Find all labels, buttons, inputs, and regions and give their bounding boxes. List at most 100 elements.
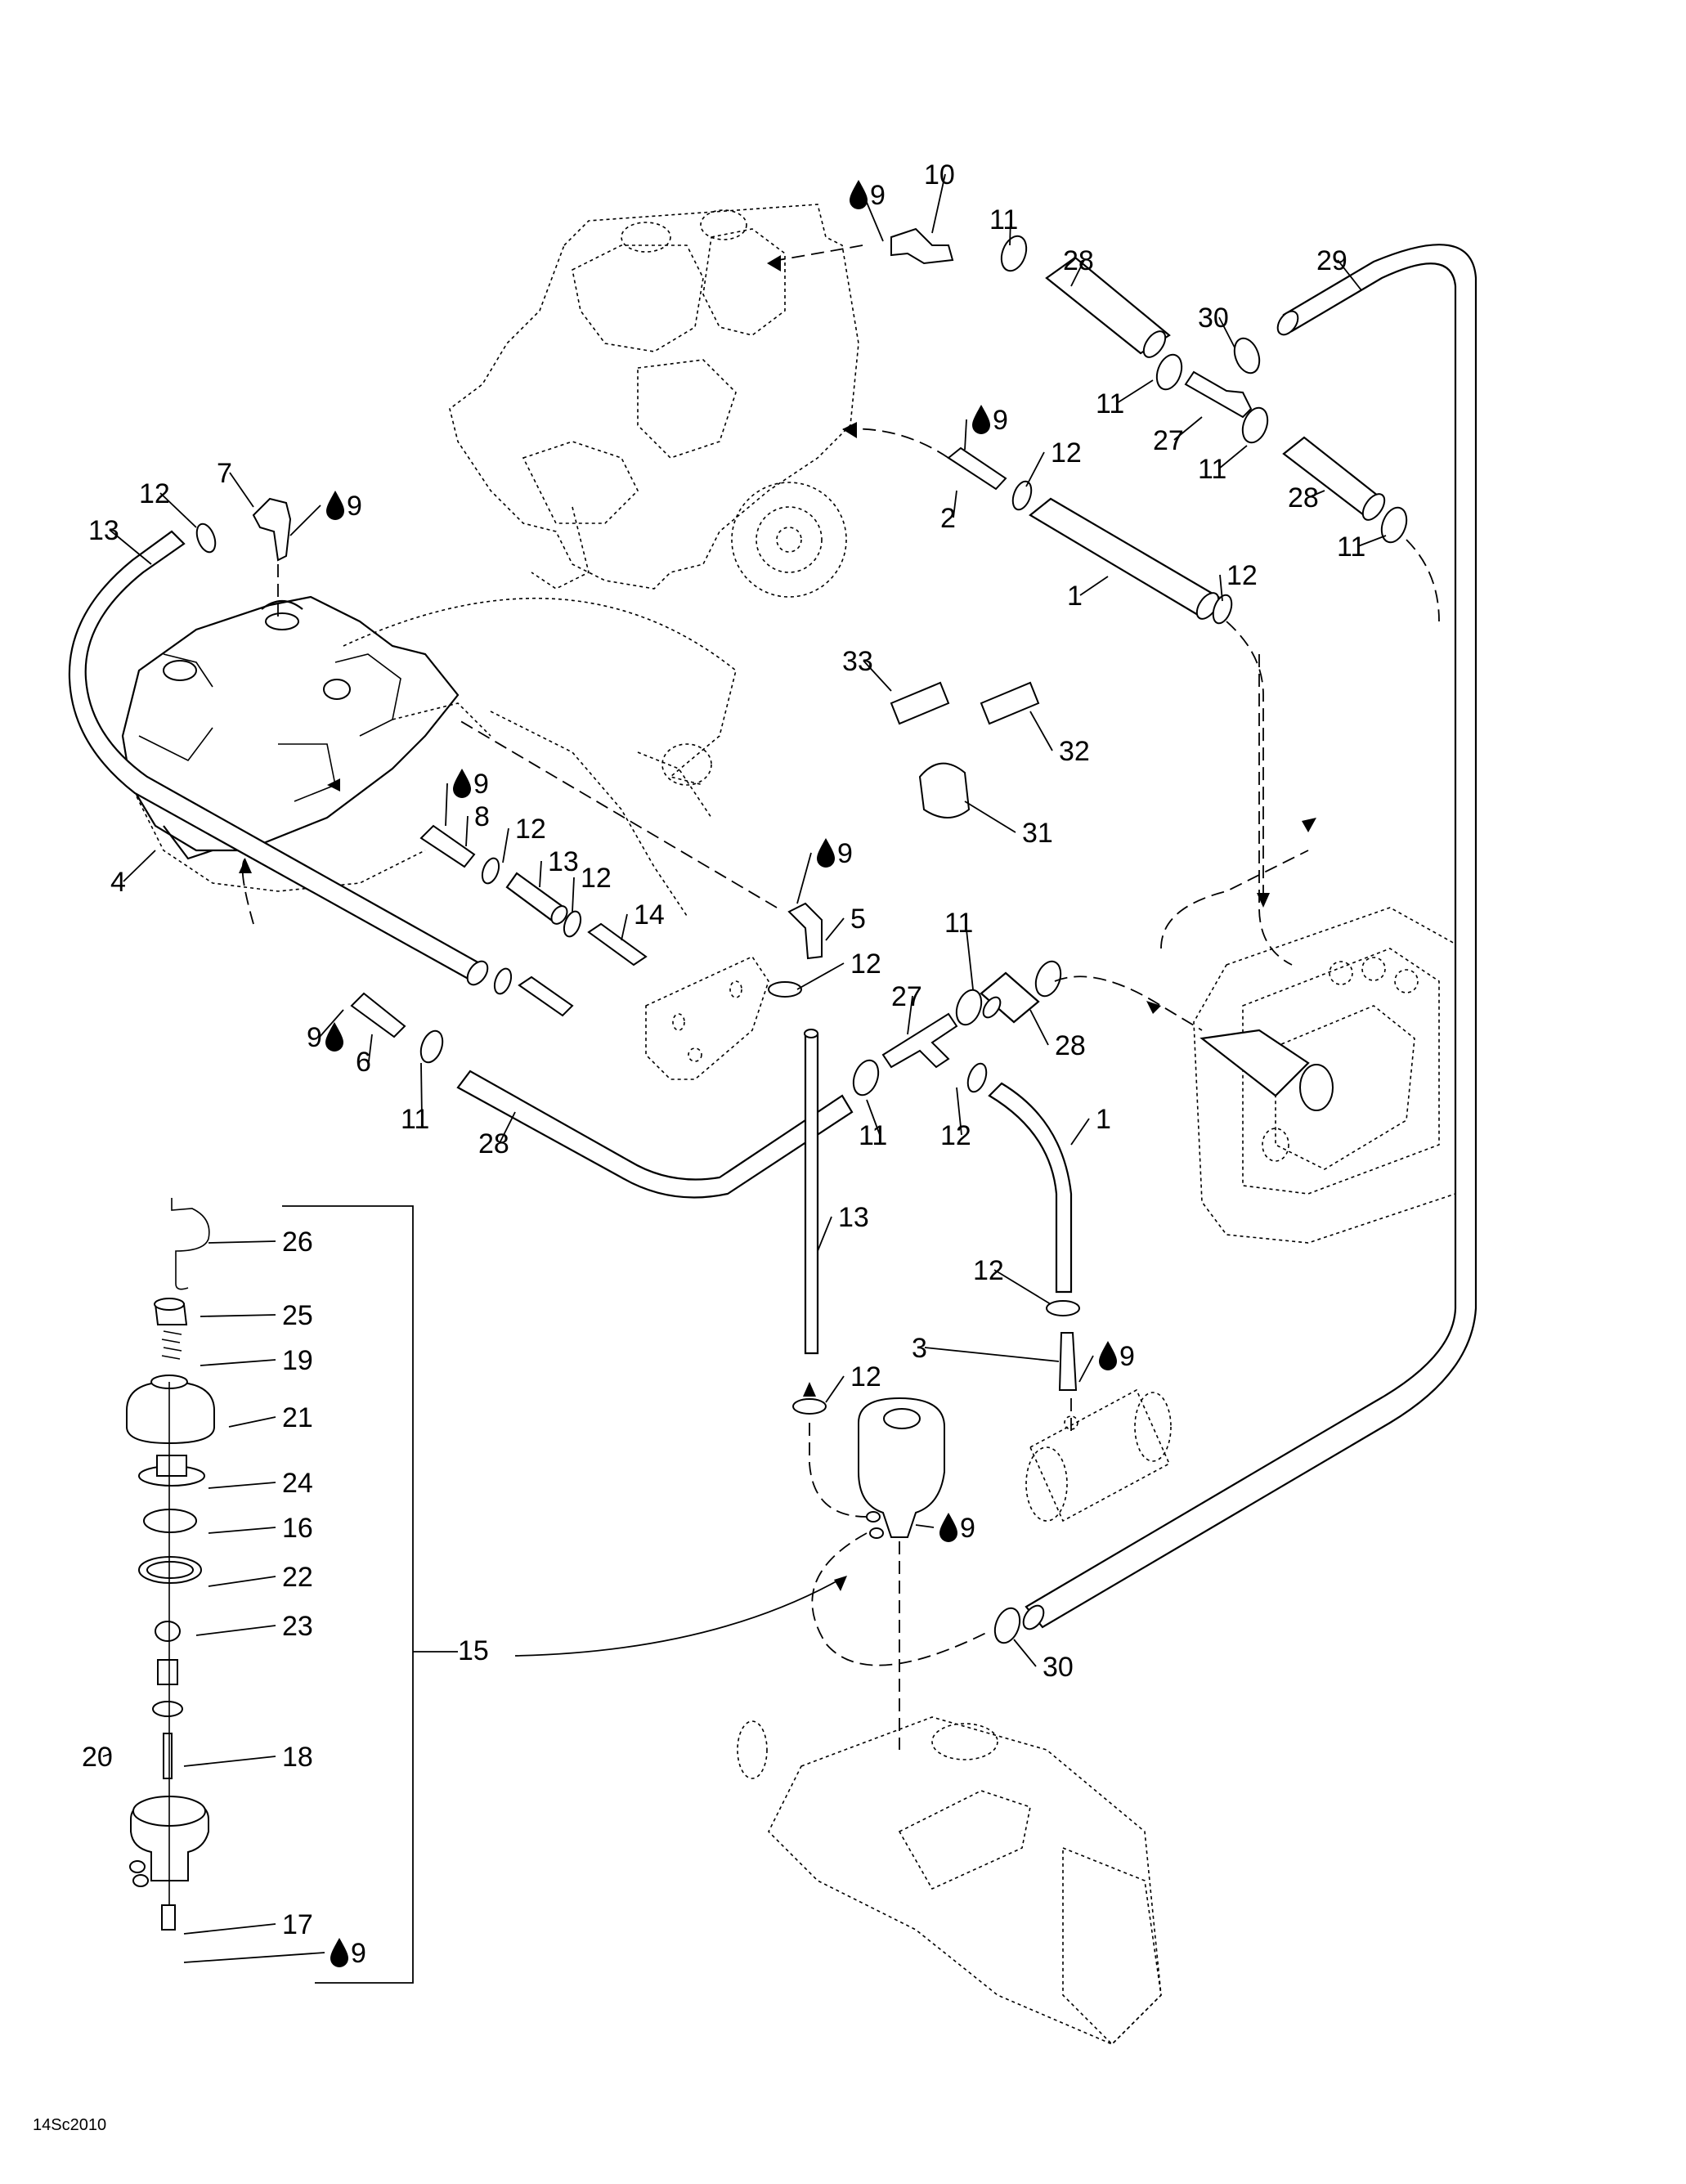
callout-number: 32 bbox=[1059, 736, 1090, 767]
leader-line-7 bbox=[229, 472, 254, 508]
callout-20: 20 bbox=[82, 1742, 113, 1773]
leader-line-9 bbox=[319, 1009, 344, 1038]
leader-line-9 bbox=[915, 1524, 935, 1528]
callout-number: 30 bbox=[1198, 303, 1229, 334]
callout-28: 28 bbox=[1288, 482, 1319, 513]
water-separator bbox=[858, 1397, 945, 1538]
callout-number: 9 bbox=[993, 405, 1008, 436]
elbow-fitting-7 bbox=[252, 497, 292, 562]
callout-number: 5 bbox=[850, 904, 866, 935]
callout-number: 10 bbox=[924, 159, 955, 191]
callout-number: 12 bbox=[850, 1361, 881, 1392]
oil-drop-icon bbox=[325, 1022, 343, 1052]
leader-line-13 bbox=[539, 860, 542, 888]
callout-number: 11 bbox=[859, 1120, 887, 1151]
callout-12: 12 bbox=[850, 948, 881, 980]
leader-line-28 bbox=[1029, 1009, 1049, 1046]
callout-11: 11 bbox=[989, 204, 1018, 235]
callout-11: 11 bbox=[1096, 388, 1124, 419]
callout-number: 8 bbox=[474, 801, 490, 832]
valve-assembly-15 bbox=[126, 1198, 847, 1984]
callout-number: 14 bbox=[634, 899, 665, 931]
callout-number: 20 bbox=[82, 1742, 113, 1773]
callout-1: 1 bbox=[1067, 581, 1083, 612]
callout-9: 9 bbox=[326, 491, 362, 522]
callout-1: 1 bbox=[1096, 1104, 1111, 1135]
callout-23: 23 bbox=[282, 1611, 313, 1642]
leader-line-8 bbox=[465, 815, 469, 847]
callout-number: 9 bbox=[351, 1938, 366, 1969]
leader-line-11 bbox=[420, 1062, 423, 1119]
callout-4: 4 bbox=[110, 867, 126, 898]
elbow-fitting-5 bbox=[787, 902, 823, 960]
callout-number: 11 bbox=[944, 908, 973, 939]
leader-line-11 bbox=[1357, 535, 1387, 547]
leader-line-13 bbox=[817, 1216, 832, 1252]
callout-number: 9 bbox=[307, 1022, 322, 1053]
hose-29 bbox=[1025, 244, 1477, 1629]
hose-1-lower bbox=[988, 1082, 1073, 1294]
callout-number: 31 bbox=[1022, 818, 1053, 849]
leader-line-20 bbox=[102, 1753, 111, 1757]
engine-outline bbox=[449, 204, 859, 598]
leader-line-12 bbox=[1025, 451, 1045, 487]
callout-33: 33 bbox=[842, 646, 873, 677]
leader-line-6 bbox=[368, 1034, 373, 1062]
leader-line-23 bbox=[195, 1625, 276, 1636]
callout-number: 33 bbox=[842, 646, 873, 677]
callout-number: 6 bbox=[356, 1047, 371, 1078]
leader-line-1 bbox=[1070, 1118, 1090, 1146]
leader-line-1 bbox=[1079, 576, 1109, 596]
leader-line-26 bbox=[208, 1240, 276, 1244]
callout-number: 11 bbox=[401, 1104, 429, 1135]
callout-number: 12 bbox=[515, 814, 546, 845]
clip-31 bbox=[918, 762, 971, 818]
callout-number: 28 bbox=[1288, 482, 1319, 513]
callout-number: 12 bbox=[581, 863, 612, 894]
callout-15: 15 bbox=[458, 1635, 489, 1666]
callout-9: 9 bbox=[939, 1513, 975, 1544]
callout-9: 9 bbox=[453, 769, 489, 800]
oil-drop-icon bbox=[850, 180, 868, 209]
callout-leaders bbox=[102, 173, 1387, 1963]
callout-12: 12 bbox=[850, 1361, 881, 1392]
callout-number: 9 bbox=[347, 491, 362, 522]
leader-line-9 bbox=[796, 852, 812, 904]
hose-13-left bbox=[68, 530, 484, 983]
callout-number: 9 bbox=[837, 838, 853, 869]
tee-fitting-27-mid bbox=[881, 1012, 958, 1069]
leader-line-9 bbox=[1078, 1355, 1094, 1383]
leader-line-12 bbox=[956, 1087, 962, 1136]
callout-12: 12 bbox=[515, 814, 546, 845]
callout-number: 27 bbox=[891, 981, 922, 1012]
callout-number: 23 bbox=[282, 1611, 313, 1642]
callout-number: 24 bbox=[282, 1468, 313, 1499]
leader-line-11 bbox=[1009, 218, 1011, 246]
callout-number: 17 bbox=[282, 1909, 313, 1940]
callout-13: 13 bbox=[88, 515, 119, 546]
leader-line-22 bbox=[208, 1576, 276, 1587]
callout-number: 15 bbox=[458, 1635, 489, 1666]
callout-number: 13 bbox=[838, 1202, 869, 1233]
callout-28: 28 bbox=[478, 1128, 509, 1159]
elbow-fitting-10 bbox=[890, 227, 954, 265]
callout-13: 13 bbox=[838, 1202, 869, 1233]
leader-line-29 bbox=[1337, 259, 1362, 291]
callout-27: 27 bbox=[1153, 425, 1184, 456]
callout-number: 12 bbox=[1226, 560, 1258, 591]
leader-line-12 bbox=[502, 827, 509, 863]
leader-line-9 bbox=[289, 505, 321, 536]
callout-number: 19 bbox=[282, 1345, 313, 1376]
leader-line-12 bbox=[159, 492, 197, 528]
callout-number: 11 bbox=[989, 204, 1018, 235]
fitting-14b bbox=[518, 975, 574, 1017]
callout-number: 13 bbox=[548, 846, 579, 877]
hose-28-top bbox=[1045, 256, 1171, 355]
callout-31: 31 bbox=[1022, 818, 1053, 849]
callout-9: 9 bbox=[850, 180, 886, 211]
callout-number: 7 bbox=[217, 458, 232, 489]
oil-drop-icon bbox=[817, 838, 835, 868]
hose-13-vertical bbox=[804, 1033, 819, 1355]
leader-line-12 bbox=[572, 877, 575, 913]
leader-line-12 bbox=[1219, 574, 1223, 602]
